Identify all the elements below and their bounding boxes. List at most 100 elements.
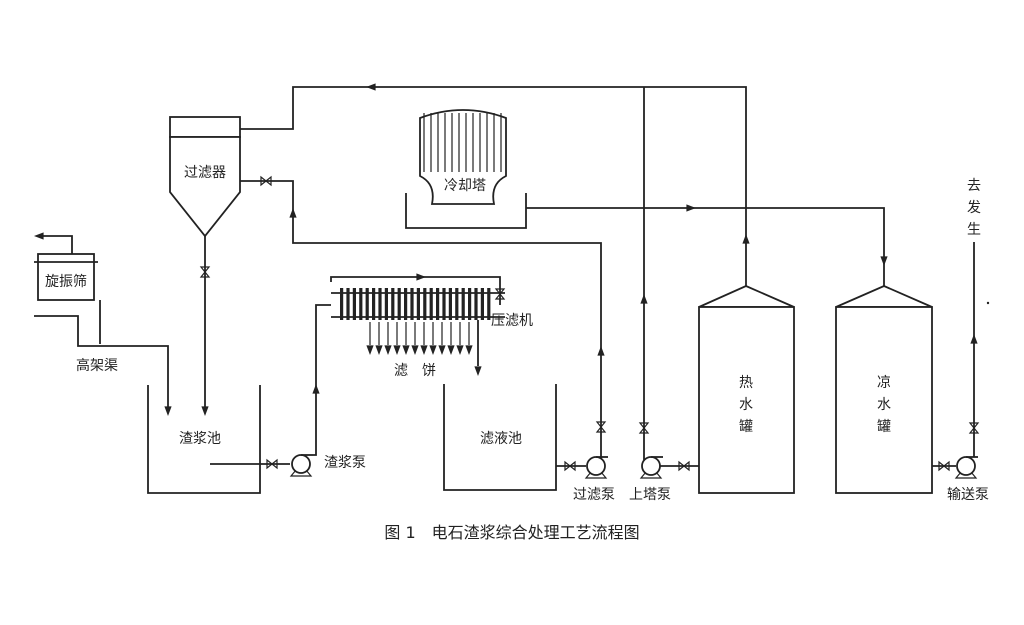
cooling-tower [419,109,507,205]
flow-arrow [366,83,376,91]
flow-arrow [640,294,648,304]
cake-arrow [465,345,473,355]
filter-press-label: 压滤机 [491,313,533,329]
cooling-tower-label: 冷却塔 [444,178,486,194]
to-generator-label-char: 发 [967,200,981,216]
filter-top [169,116,241,138]
slurry-tank [147,385,261,494]
press-plate [474,288,478,320]
pump-body [956,456,976,476]
valve-icon [564,460,576,472]
elevated-channel [34,315,169,413]
filtrate-tank-label: 滤液池 [480,431,522,447]
press-plate [359,288,363,320]
valve-icon [938,460,950,472]
cake-arrow [375,345,383,355]
cake-arrow [384,345,392,355]
cold-tank-label: 凉水罐 [877,375,891,435]
flow-arrow [416,273,426,281]
filter-body [169,136,241,238]
cake-arrow [420,345,428,355]
flow-arrow [164,406,172,416]
press-plate [384,288,388,320]
filter-pump-line [240,180,602,460]
cake-arrow [438,345,446,355]
flow-arrow [880,256,888,266]
screen-feed [38,235,73,254]
flow-arrow [474,366,482,376]
rotary-screen-label: 旋振筛 [45,274,87,290]
hot-tank-label-char: 水 [739,397,753,413]
cold-tank-label-char: 罐 [877,419,891,435]
flow-arrow [289,208,297,218]
pipelines [34,83,978,494]
press-plate [468,288,472,320]
tower-pump-label: 上塔泵 [629,487,671,503]
valve-icon [494,288,506,300]
dot-mark [986,301,990,305]
press-plate [436,288,440,320]
press-plate [404,288,408,320]
labels: 过滤器冷却塔旋振筛高架渠渣浆池渣浆泵压滤机滤 饼滤液池过滤泵上塔泵热水罐凉水罐去… [45,165,989,542]
press-plate [442,288,446,320]
to-generator-label: 去发生 [967,178,981,238]
slurry-pump-label: 渣浆泵 [324,455,366,471]
cold-tank-label-char: 水 [877,397,891,413]
press-plate [352,288,356,320]
press-return-line [330,276,501,305]
filtrate-tank [443,384,557,491]
press-plate [429,288,433,320]
press-plate [397,288,401,320]
cake-arrow [402,345,410,355]
pump-icon [954,456,978,479]
filter-cake-label: 滤 饼 [394,363,436,379]
pump-body [291,454,311,474]
hot-tank-label-char: 罐 [739,419,753,435]
press-plate [410,288,414,320]
press-feed-line [313,304,331,456]
valve-icon [266,458,278,470]
filter-pump-label: 过滤泵 [573,487,615,503]
flow-arrow [312,384,320,394]
flow-arrow [970,334,978,344]
elevated-channel-label: 高架渠 [76,357,118,374]
cold-tank-roof [835,285,933,308]
valve-icon [968,422,980,434]
figure-caption: 图 1 电石渣浆综合处理工艺流程图 [384,523,639,542]
cake-arrow [411,345,419,355]
valve-icon [199,266,211,278]
cake-arrow [456,345,464,355]
hot-tank-label: 热水罐 [739,375,753,435]
pump-body [641,456,661,476]
cake-arrow [429,345,437,355]
pump-icon [289,454,313,477]
press-plate [378,288,382,320]
press-plate [455,288,459,320]
press-plate [480,288,484,320]
hot-water-tank [698,306,795,494]
press-plate [391,288,395,320]
valve-icon [260,175,272,187]
press-plate [423,288,427,320]
flow-arrow [201,406,209,416]
press-plate [346,288,350,320]
hot-tank-label-char: 热 [739,375,753,391]
press-plate [340,288,344,320]
flow-arrow [742,234,750,244]
cake-arrow [393,345,401,355]
delivery-pump-label: 输送泵 [947,487,989,503]
equipment [34,109,990,494]
filter-overflow-line [240,86,747,286]
flow-arrow [597,346,605,356]
cooling-basin [405,193,527,229]
cold-tank-label-char: 凉 [877,375,891,391]
press-plate [416,288,420,320]
filter-label: 过滤器 [184,165,226,181]
flow-arrow [34,232,44,240]
cake-arrow [366,345,374,355]
cooling-outlet-line [526,207,885,286]
pump-icon [639,456,663,479]
valve-icon [638,422,650,434]
valve-icon [678,460,690,472]
